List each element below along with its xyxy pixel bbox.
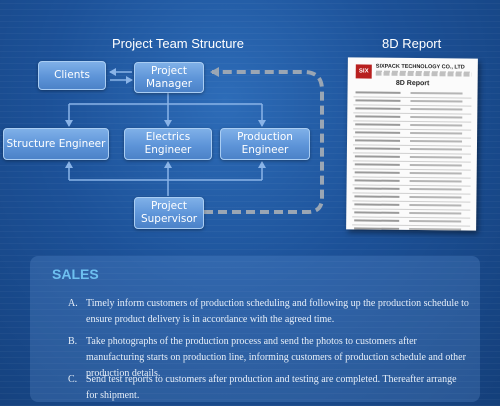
sales-title: SALES [52, 266, 99, 282]
project-manager-box: Project Manager [134, 62, 204, 93]
sales-item-label: B. [68, 336, 78, 347]
supervisor-to-pm-dashed-loop [204, 67, 324, 214]
project-supervisor-label: Project Supervisor [140, 200, 198, 225]
clients-label: Clients [54, 69, 90, 81]
sales-item-a: A. Timely inform customers of production… [68, 296, 470, 328]
electrics-engineer-box: Electrics Engineer [124, 128, 212, 160]
production-engineer-box: Production Engineer [220, 128, 310, 160]
sales-item-text: Timely inform customers of production sc… [86, 298, 469, 325]
project-manager-label: Project Manager [145, 64, 193, 90]
project-supervisor-box: Project Supervisor [134, 197, 204, 229]
structure-engineer-box: Structure Engineer [3, 128, 109, 160]
sales-item-label: A. [68, 298, 78, 309]
sales-item-text: Take photographs of the production proce… [86, 336, 466, 379]
sales-item-c: C. Send test reports to customers after … [68, 372, 470, 404]
sales-item-label: C. [68, 374, 78, 385]
sales-item-b: B. Take photographs of the production pr… [68, 334, 470, 382]
structure-engineer-label: Structure Engineer [6, 137, 106, 150]
electrics-engineer-label: Electrics Engineer [144, 131, 192, 156]
sales-item-text: Send test reports to customers after pro… [86, 374, 457, 401]
report-address-line [375, 70, 472, 77]
report-document-title: 8D Report [395, 79, 430, 88]
clients-box: Clients [38, 61, 106, 90]
company-logo: SIX [355, 64, 372, 79]
production-engineer-label: Production Engineer [237, 131, 293, 156]
report-table [352, 89, 472, 231]
team-structure-title: Project Team Structure [112, 36, 244, 51]
report-document-image: SIX SIXPACK TECHNOLOGY CO., LTD 8D Repor… [346, 57, 478, 231]
report-company-name: SIXPACK TECHNOLOGY CO., LTD [375, 63, 465, 71]
sales-panel: SALES A. Timely inform customers of prod… [30, 256, 480, 402]
report-heading: 8D Report [382, 36, 442, 51]
